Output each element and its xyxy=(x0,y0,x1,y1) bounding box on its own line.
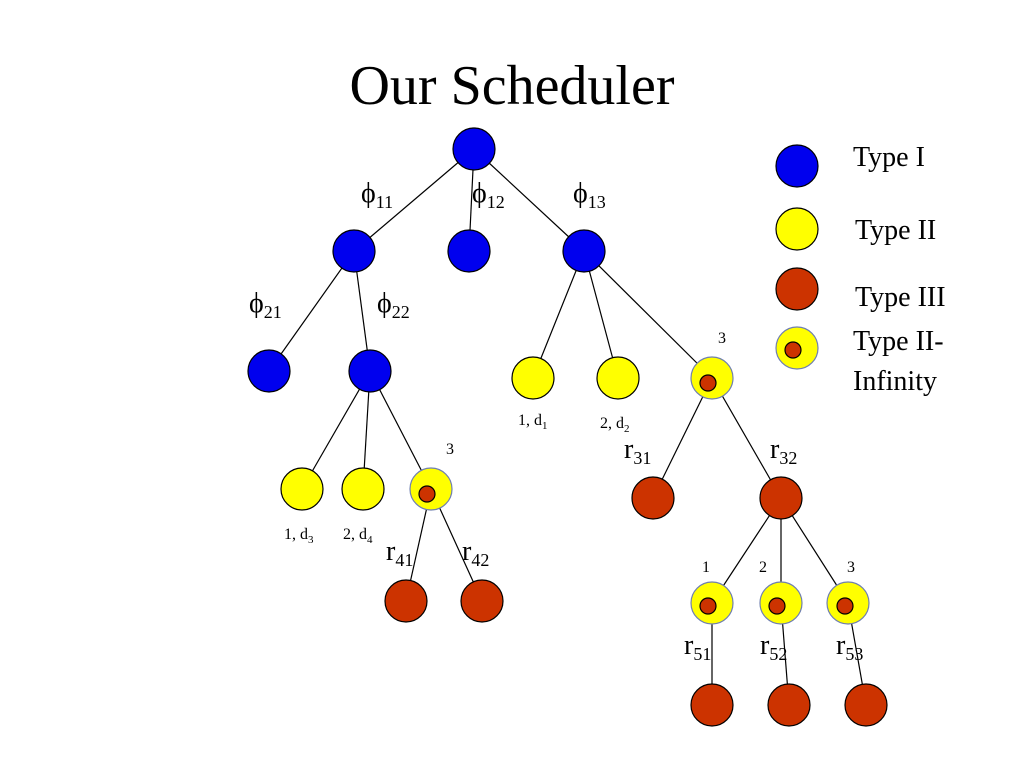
node-inf-c xyxy=(826,581,870,625)
node-d2 xyxy=(596,356,640,400)
label-phi13: ϕ13 xyxy=(573,178,606,212)
node-22 xyxy=(348,349,392,393)
label-r51: r51 xyxy=(684,630,711,664)
legend-type2-swatch xyxy=(775,207,819,251)
label-phi12: ϕ12 xyxy=(472,178,505,212)
edge-n11-n21 xyxy=(268,250,355,372)
label-phi21: ϕ21 xyxy=(249,288,282,322)
node-labels: 1, d1 2, d2 1, d3 2, d4 3 3 1 2 3 xyxy=(284,330,855,576)
edge-inf-right-r32 xyxy=(711,377,782,499)
node-r42 xyxy=(460,579,504,623)
node-inf-left xyxy=(409,467,453,511)
legend-type3-label: Type III xyxy=(855,282,946,313)
label-d4: 2, d4 xyxy=(343,526,373,546)
type3-nodes xyxy=(384,476,888,727)
node-11 xyxy=(332,229,376,273)
label-r52: r52 xyxy=(760,630,787,664)
label-order-2: 2 xyxy=(759,559,767,576)
node-d4 xyxy=(341,467,385,511)
legend-type2-label: Type II xyxy=(855,215,936,246)
node-root xyxy=(452,127,496,171)
node-r52-leaf xyxy=(767,683,811,727)
label-r31: r31 xyxy=(624,434,651,468)
node-r32 xyxy=(759,476,803,520)
label-d2: 2, d2 xyxy=(600,415,630,435)
legend-type2inf-label-line1: Type II- xyxy=(853,326,944,357)
node-inf-a xyxy=(690,581,734,625)
legend-type3-swatch xyxy=(775,267,819,311)
label-r32: r32 xyxy=(770,434,797,468)
node-21 xyxy=(247,349,291,393)
edge-n22-y3 xyxy=(301,370,371,490)
tree-edges xyxy=(268,148,867,706)
legend: Type I Type II Type III Type II- Infinit… xyxy=(775,142,946,397)
node-inf-right xyxy=(690,356,734,400)
edge-n13-y2 xyxy=(583,250,619,379)
label-phi11: ϕ11 xyxy=(361,178,393,212)
label-d1: 1, d1 xyxy=(518,412,548,432)
legend-type1-swatch xyxy=(775,144,819,188)
edge-inf-right-r31 xyxy=(652,377,713,499)
node-d3 xyxy=(280,467,324,511)
label-order-3: 3 xyxy=(847,559,855,576)
label-d3: 1, d3 xyxy=(284,526,314,546)
node-12 xyxy=(447,229,491,273)
legend-type2inf-label-line2: Infinity xyxy=(853,366,937,397)
type2-nodes xyxy=(280,356,640,511)
label-phi22: ϕ22 xyxy=(377,288,410,322)
node-r31 xyxy=(631,476,675,520)
label-count-left: 3 xyxy=(446,441,454,458)
edge-n13-y1 xyxy=(532,250,585,379)
edge-labels: ϕ11 ϕ12 ϕ13 ϕ21 ϕ22 r31 r32 r41 r42 r51 … xyxy=(249,178,863,664)
legend-type1-label: Type I xyxy=(853,142,925,173)
legend-type2inf-swatch xyxy=(775,326,819,370)
node-d1 xyxy=(511,356,555,400)
node-r51-leaf xyxy=(690,683,734,727)
label-order-1: 1 xyxy=(702,559,710,576)
type2inf-nodes xyxy=(409,356,870,625)
edge-n13-inf-right xyxy=(583,250,713,379)
edge-root-n13 xyxy=(473,148,585,252)
page-title: Our Scheduler xyxy=(349,55,674,117)
edge-root-n11 xyxy=(353,148,475,252)
type1-nodes xyxy=(247,127,606,393)
node-13 xyxy=(562,229,606,273)
node-inf-b xyxy=(759,581,803,625)
node-r53-leaf xyxy=(844,683,888,727)
label-r41: r41 xyxy=(386,536,413,570)
edge-n22-inf-left xyxy=(369,370,432,490)
label-r42: r42 xyxy=(462,536,489,570)
label-count-right: 3 xyxy=(718,330,726,347)
node-r41 xyxy=(384,579,428,623)
label-r53: r53 xyxy=(836,630,863,664)
